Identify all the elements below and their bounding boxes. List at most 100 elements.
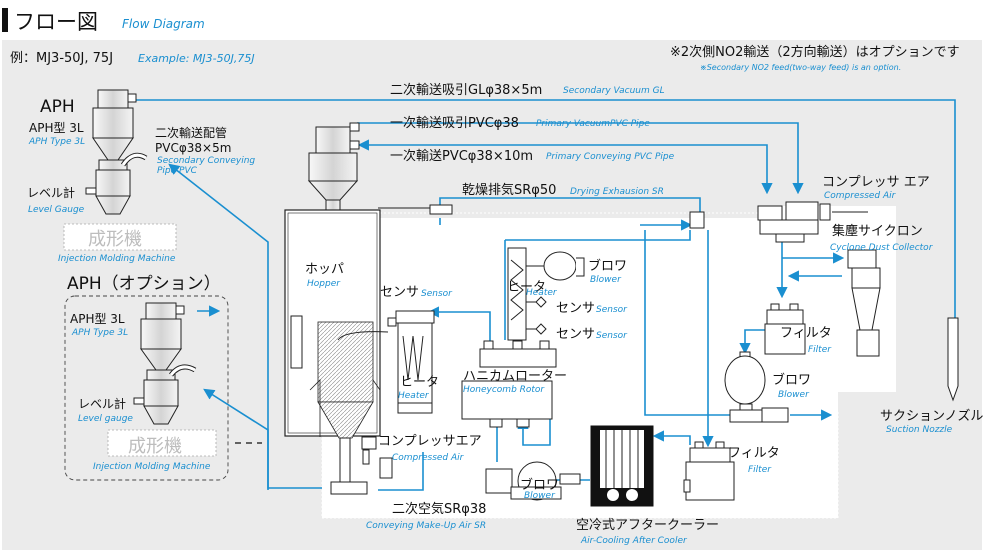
dry-exhaust-en: Drying Exhausion SR [570, 187, 664, 197]
aph-option-type: APH型 3L [70, 312, 125, 326]
secondary-pipe-spec: PVCφ38×5m [155, 141, 231, 155]
after-cooler-en: Air-Cooling After Cooler [580, 536, 688, 546]
secondary-pipe-en1: Secondary Conveying [157, 156, 255, 166]
title-bar-mark [2, 8, 8, 32]
cyclone-en: Cyclone Dust Collector [830, 243, 934, 253]
suction-nozzle-en: Suction Nozzle [886, 425, 953, 435]
aph-type-en: APH Type 3L [28, 137, 85, 147]
heater2-en: Heater [398, 391, 430, 401]
aph-type-label: APH型 3L [29, 121, 84, 135]
cyclone-label: 集塵サイクロン [832, 223, 923, 239]
filter-to-blower [739, 329, 766, 355]
sensor1-en: Sensor [421, 289, 453, 299]
aph-top-unit [85, 89, 148, 215]
honeycomb-label: ハニカムローター [463, 369, 567, 384]
page-title: フロー図 [14, 10, 98, 34]
suction-nozzle [947, 317, 959, 402]
filter1-en: Filter [808, 345, 832, 355]
hopper-label: ホッパ [305, 262, 344, 277]
compressed-air2-label: コンプレッサエア [378, 434, 482, 449]
sensor3-label: センサ [556, 327, 595, 342]
molding-machine-box [63, 223, 177, 251]
heater-top-line [505, 230, 691, 241]
blower2-en: Blower [778, 390, 810, 400]
heater1-unit [507, 247, 585, 341]
rotor-loop-back [517, 395, 551, 446]
makeup-air-line [378, 452, 424, 491]
aph-title: APH [40, 97, 75, 117]
blower2-unit [724, 351, 789, 423]
filter2-label: フィルタ [728, 446, 780, 461]
molding-machine-en: Injection Molding Machine [58, 254, 176, 264]
level-gauge-en: Level Gauge [28, 205, 85, 215]
primary-vacuum-label: 一次輸送吸引PVCφ38 [390, 115, 519, 131]
filter1-unit [764, 303, 806, 355]
cyclone-unit [847, 249, 881, 357]
level-gauge2-en: Level gauge [78, 414, 133, 424]
blower1-label: ブロワ [588, 258, 627, 274]
primary-vacuum-line [357, 122, 804, 195]
filter2-to-cooler [652, 430, 691, 445]
level-gauge2-label: レベル計 [78, 396, 126, 411]
blower3-en: Blower [524, 491, 556, 501]
secondary-vacuum-en: Secondary Vacuum GL [563, 86, 665, 96]
molding-machine2-en: Injection Molding Machine [93, 462, 211, 472]
secondary-convey-aph [168, 163, 322, 489]
secondary-pipe-label: 二次輸送配管 [155, 125, 227, 140]
primary-convey-v [761, 144, 773, 195]
dry-exhaust-label: 乾燥排気SRφ50 [462, 182, 556, 198]
dry-exhaust-line [439, 197, 701, 214]
after-cooler-label: 空冷式アフタークーラー [576, 518, 719, 533]
heater2-unit [387, 310, 435, 414]
sensor1-label: センサ [380, 285, 419, 300]
after-cooler-unit [590, 425, 654, 507]
makeup-air-label: 二次空気SRφ38 [392, 501, 486, 517]
secondary-vacuum-label: 二次輸送吸引GLφ38×5m [390, 82, 542, 98]
molding-machine2-box [107, 429, 217, 457]
makeup-air-en: Conveying Make-Up Air SR [366, 521, 486, 531]
hopper-en: Hopper [307, 279, 341, 289]
blower1-en: Blower [590, 275, 622, 285]
page-title-en: Flow Diagram [122, 17, 205, 31]
aph-option-title: APH（オプション） [67, 274, 221, 294]
blower2-label: ブロワ [772, 372, 811, 388]
secondary-pipe-en2: Pipe PVC [157, 166, 198, 176]
primary-convey-label: 一次輸送PVCφ38×10m [390, 148, 533, 164]
hopper-unit [284, 122, 453, 495]
sensor3-en: Sensor [596, 331, 628, 341]
loop-right [644, 230, 730, 416]
primary-convey-en: Primary Conveying PVC Pipe [546, 152, 675, 162]
filter2-en: Filter [748, 465, 772, 475]
honeycomb-en: Honeycomb Rotor [463, 385, 545, 395]
compressed-air2-en: Compressed Air [392, 453, 465, 463]
rotor-to-heater [427, 306, 491, 343]
example-label: 例：MJ3-50J, 75J [10, 51, 113, 66]
flow-lines [128, 99, 956, 491]
vacuum-valve-unit [689, 201, 868, 243]
heater1-en: Heater [526, 288, 558, 298]
level-gauge-label: レベル計 [27, 185, 75, 200]
blower3-unit [485, 461, 581, 501]
heater2-label: ヒータ [400, 375, 439, 390]
primary-vacuum-en: Primary VacuumPVC Pipe [536, 119, 650, 129]
aph-option-box [64, 295, 229, 481]
compressed-air-label: コンプレッサ エア [822, 175, 930, 190]
honeycomb-rotor-unit [461, 340, 557, 428]
example-label-en: Example: MJ3-50J,75J [138, 52, 255, 65]
suction-nozzle-label: サクションノズル [880, 408, 983, 424]
blower3-label: ブロワ [520, 477, 559, 493]
sensor2-en: Sensor [596, 305, 628, 315]
filter1-label: フィルタ [780, 326, 832, 341]
compressed-air-en: Compressed Air [824, 191, 897, 201]
secondary-vacuum-line [145, 99, 956, 318]
heater1-label: ヒータ [507, 280, 546, 295]
aph-option-unit [133, 302, 197, 425]
molding-machine2-label: 成形機 [128, 436, 182, 457]
aph-option-type-en: APH Type 3L [71, 328, 128, 338]
filter2-unit [683, 441, 735, 501]
sensor2-label: センサ [556, 301, 595, 316]
secondary-convey-option [203, 388, 269, 490]
molding-machine-label: 成形機 [88, 229, 142, 250]
option-note-en: ※Secondary NO2 feed(two-way feed) is an … [700, 63, 901, 72]
